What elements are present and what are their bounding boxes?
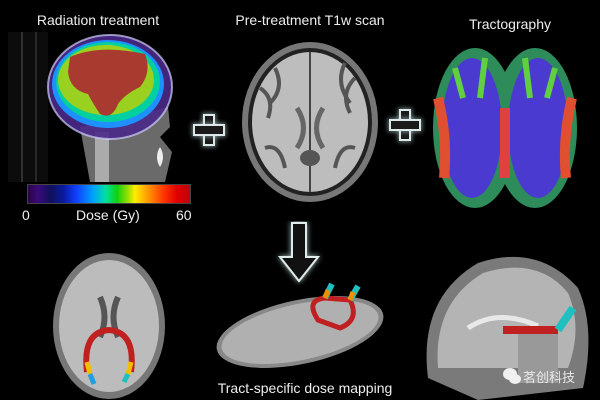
t1w-axial-brain-image bbox=[235, 38, 385, 203]
axial-tract-dose-image bbox=[52, 252, 167, 400]
radiation-treatment-title: Radiation treatment bbox=[36, 12, 160, 28]
colorbar-max-label: 60 bbox=[176, 207, 192, 223]
tractography-image bbox=[430, 38, 580, 213]
colorbar-min-label: 0 bbox=[22, 207, 30, 223]
t1w-scan-title: Pre-treatment T1w scan bbox=[235, 12, 385, 28]
radiation-dose-ct-image bbox=[0, 32, 185, 182]
colorbar-axis-label: Dose (Gy) bbox=[76, 207, 140, 223]
plus-icon bbox=[193, 114, 225, 146]
wechat-icon bbox=[502, 366, 522, 386]
oblique-tract-dose-image bbox=[210, 280, 390, 370]
watermark-text: 茗创科技 bbox=[523, 370, 576, 385]
arrow-down-icon bbox=[274, 221, 324, 285]
plus-icon bbox=[389, 109, 421, 141]
tractography-title: Tractography bbox=[469, 16, 551, 32]
dose-colorbar bbox=[27, 184, 191, 204]
tract-dose-mapping-caption: Tract-specific dose mapping bbox=[217, 380, 393, 396]
sagittal-tract-dose-image bbox=[418, 248, 598, 400]
